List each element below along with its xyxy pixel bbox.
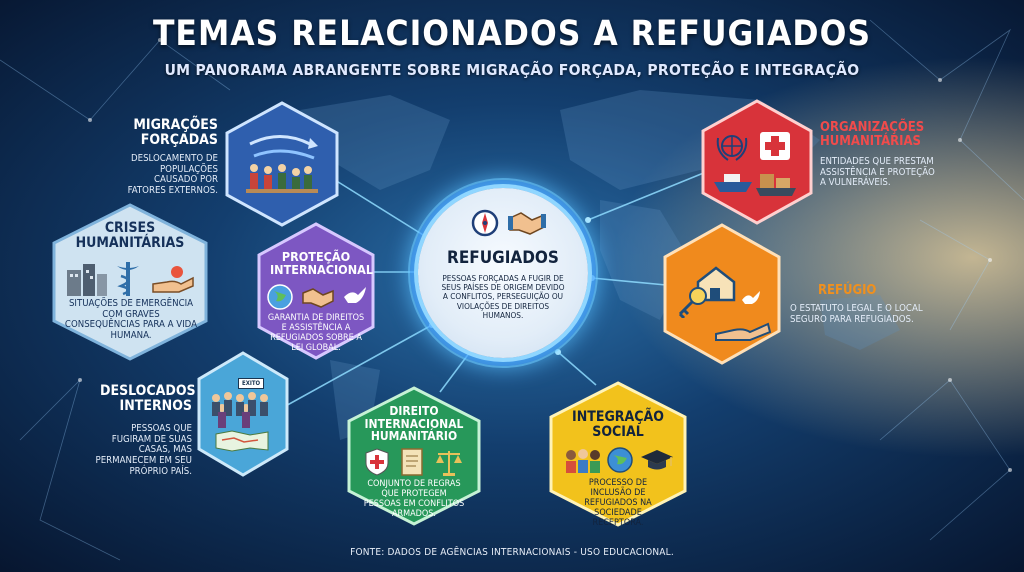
protecao-description: GARANTIA DE DIREITOS E ASSISTÊNCIA A REF…	[267, 313, 365, 354]
handshake-icon	[302, 288, 334, 308]
scroll-icon	[401, 448, 423, 476]
crowd-icon	[212, 392, 268, 428]
migracoes-title: MIGRAÇÕES FORÇADAS	[133, 117, 218, 148]
globe-icon	[607, 447, 633, 473]
integracao-description: PROCESSO DE INCLUSÃO DE REFUGIADOS NA SO…	[584, 478, 652, 529]
exit-badge: EXITO	[238, 378, 265, 389]
arrows-people-icon	[246, 135, 318, 193]
red-cross-icon	[760, 132, 790, 160]
hex-migracoes-forcadas	[224, 100, 340, 228]
map-icon	[215, 430, 269, 452]
hand-icon	[152, 266, 194, 293]
refugio-description: O ESTATUTO LEGAL E O LOCAL SEGURO PARA R…	[790, 303, 923, 325]
house-key-icon	[678, 266, 736, 318]
shield-cross-icon	[365, 448, 389, 476]
dove-icon	[742, 291, 760, 304]
hex-crises-humanitarias	[51, 202, 209, 362]
footer-source: FONTE: DADOS DE AGÊNCIAS INTERNACIONAIS …	[350, 547, 674, 558]
globe-icon	[267, 284, 293, 310]
center-refugiados: REFUGIADOS PESSOAS FORÇADAS A FUGIR DE S…	[418, 188, 588, 358]
integracao-title: INTEGRAÇÃO SOCIAL	[572, 409, 664, 440]
organizacoes-title: ORGANIZAÇÕES HUMANITÁRIAS	[820, 120, 925, 149]
network-lines	[0, 19, 1024, 561]
hex-direito-internacional-humanitario	[346, 385, 482, 527]
hand-icon	[715, 322, 772, 341]
center-description: PESSOAS FORÇADAS A FUGIR DE SEUS PAÍSES …	[441, 273, 565, 320]
page-title: TEMAS RELACIONADOS A REFUGIADOS	[152, 14, 872, 54]
page-subtitle: UM PANORAMA ABRANGENTE SOBRE MIGRAÇÃO FO…	[164, 61, 860, 79]
un-emblem-icon	[716, 135, 748, 161]
ship-icon	[714, 174, 796, 196]
organizacoes-description: ENTIDADES QUE PRESTAM ASSISTÊNCIA E PROT…	[820, 156, 935, 189]
hex-refugio	[662, 222, 782, 366]
deslocados-title: DESLOCADOS INTERNOS	[100, 383, 196, 414]
hex-organizacoes-humanitarias	[700, 98, 814, 226]
hex-deslocados-internos: EXITO	[196, 350, 290, 478]
crises-description: SITUAÇÕES DE EMERGÊNCIA COM GRAVES CONSE…	[64, 298, 198, 342]
network-nodes	[78, 38, 1012, 472]
handshake-icon	[508, 212, 546, 235]
crises-title: CRISES HUMANITÁRIAS	[75, 220, 185, 251]
direito-title: DIREITO INTERNACIONAL HUMANITÁRIO	[364, 404, 464, 444]
protecao-title: PROTEÇÃO INTERNACIONAL	[270, 249, 373, 278]
graduation-cap-icon	[641, 450, 673, 470]
direito-description: CONJUNTO DE REGRAS QUE PROTEGEM PESSOAS …	[363, 479, 465, 520]
hex-protecao-internacional	[256, 221, 376, 361]
buildings-icon	[67, 264, 107, 296]
center-ring	[408, 178, 598, 368]
compass-icon	[471, 209, 499, 237]
refugio-title: REFÚGIO	[818, 283, 877, 298]
people-icon	[566, 449, 600, 473]
deslocados-description: PESSOAS QUE FUGIRAM DE SUAS CASAS, MAS P…	[95, 423, 192, 477]
dove-icon	[344, 287, 366, 303]
caduceus-icon	[117, 262, 139, 296]
migracoes-description: DESLOCAMENTO DE POPULAÇÕES CAUSADO POR F…	[127, 153, 218, 197]
center-title: REFUGIADOS	[447, 248, 559, 268]
scales-icon	[436, 451, 462, 476]
hex-integracao-social	[548, 380, 688, 528]
